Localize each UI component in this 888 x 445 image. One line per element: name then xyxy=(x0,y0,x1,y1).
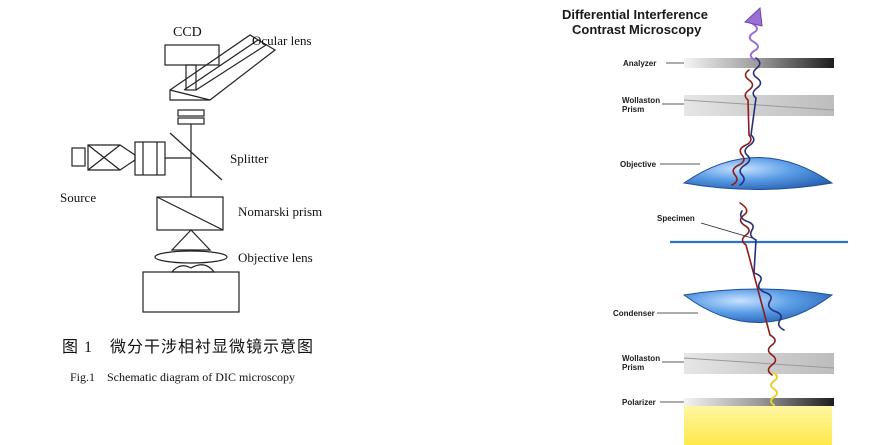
ocular-lens-2 xyxy=(177,117,205,125)
light-glow xyxy=(684,405,832,445)
sample xyxy=(170,264,216,273)
label-ocular: Ocular lens xyxy=(252,33,312,48)
light-waves xyxy=(731,23,785,406)
right-labels: Analyzer Wollaston Prism Objective Speci… xyxy=(613,59,753,407)
label-ccd: CCD xyxy=(173,25,202,40)
label-source: Source xyxy=(60,190,96,205)
right-title: Differential Interference Contrast Micro… xyxy=(562,7,708,37)
output-arrow xyxy=(743,6,763,27)
label-analyzer: Analyzer xyxy=(623,59,656,68)
label-condenser: Condenser xyxy=(613,309,655,318)
label-wollaston-1b: Prism xyxy=(622,105,644,114)
label-splitter: Splitter xyxy=(230,151,269,166)
wave-red-upper xyxy=(731,69,754,186)
wave-blue-lower xyxy=(739,210,785,331)
source-condenser xyxy=(87,144,136,171)
condenser-lens-blue xyxy=(682,288,834,323)
title-line-1: Differential Interference xyxy=(562,7,708,22)
label-nomarski: Nomarski prism xyxy=(238,204,322,219)
wave-yellow xyxy=(770,372,778,406)
wave-purple xyxy=(748,23,759,61)
polarizer-bar xyxy=(684,398,834,406)
stage-base xyxy=(142,271,240,313)
title-line-2: Contrast Microscopy xyxy=(572,22,702,37)
label-wollaston-2a: Wollaston xyxy=(622,354,660,363)
ocular-housing xyxy=(169,34,277,101)
wave-blue-upper xyxy=(739,57,762,186)
caption-en: Fig.1 Schematic diagram of DIC microscop… xyxy=(70,370,295,384)
left-labels: CCD Ocular lens Splitter Source Nomarski… xyxy=(60,25,322,384)
right-elements xyxy=(670,58,848,406)
objective-lens xyxy=(154,250,228,264)
source-tube xyxy=(134,141,166,176)
objective-cone xyxy=(170,229,212,251)
ocular-lens-1 xyxy=(177,109,205,117)
left-schematic xyxy=(71,34,277,313)
label-specimen: Specimen xyxy=(657,214,695,223)
label-wollaston-2b: Prism xyxy=(622,363,644,372)
label-objective: Objective lens xyxy=(238,250,313,265)
caption-cn: 图 1 微分干涉相衬显微镜示意图 xyxy=(62,337,314,356)
ccd-stem xyxy=(185,64,197,91)
label-polarizer: Polarizer xyxy=(622,398,656,407)
label-wollaston-1a: Wollaston xyxy=(622,96,660,105)
source-lamp xyxy=(71,147,86,167)
nomarski-prism xyxy=(156,196,224,231)
objective-lens-blue xyxy=(682,157,834,190)
label-objective-right: Objective xyxy=(620,160,657,169)
splitter-mirror xyxy=(169,132,223,181)
